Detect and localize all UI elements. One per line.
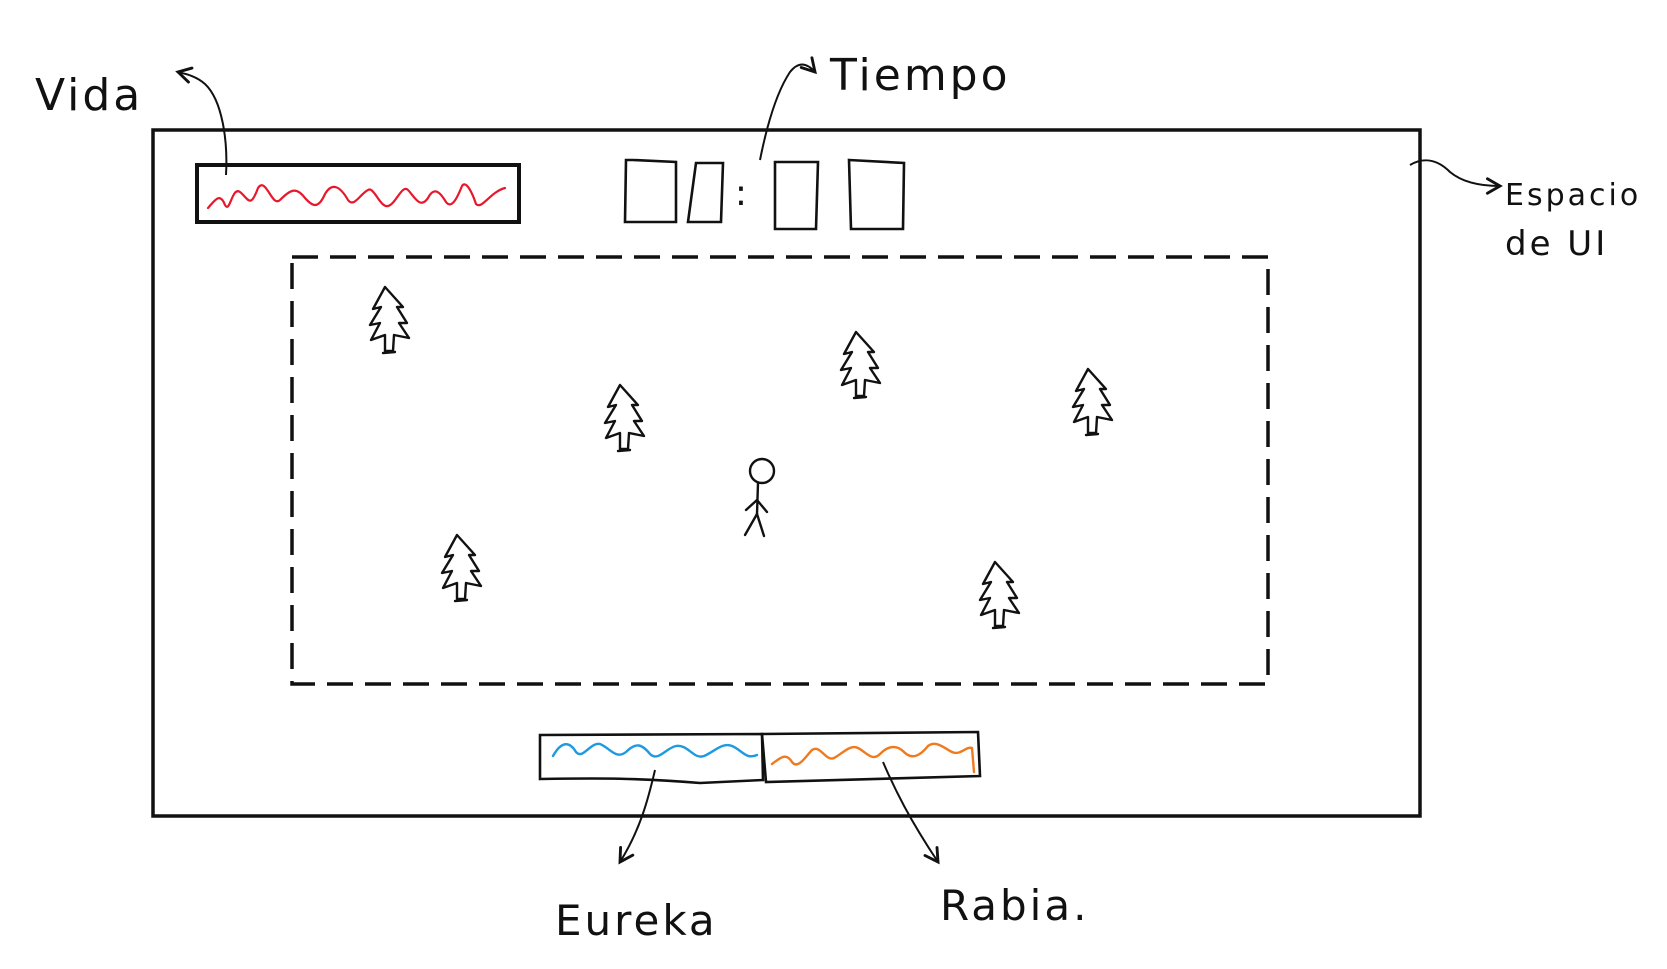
stick-figure-icon: [743, 457, 776, 538]
tiempo-arrow: [759, 56, 817, 161]
label-espacio-line2: de UI: [1505, 224, 1608, 264]
label-vida: Vida: [35, 70, 143, 121]
tree-icon: [440, 533, 483, 603]
ui-space-frame: [151, 128, 1422, 818]
tree-icon: [839, 330, 882, 400]
timer-digit-4: [847, 158, 906, 231]
health-bar-fill: [206, 183, 507, 210]
health-bar: [195, 163, 521, 224]
tree-icon: [1071, 367, 1114, 437]
vida-arrow: [175, 66, 228, 176]
timer-digit-2: [686, 161, 725, 224]
rabia-arrow: [882, 761, 940, 865]
timer-separator: :: [735, 173, 747, 214]
rabia-bar: [760, 730, 982, 784]
eureka-arrow: [618, 769, 656, 865]
label-espacio-line1: Espacio: [1505, 178, 1641, 213]
tree-icon: [368, 285, 411, 355]
timer: :: [623, 158, 906, 231]
espacio-arrow: [1409, 159, 1503, 195]
label-tiempo: Tiempo: [829, 50, 1011, 101]
power-bars: [538, 730, 982, 785]
label-eureka: Eureka: [555, 896, 718, 945]
eureka-bar-fill: [551, 742, 759, 758]
label-rabia: Rabia.: [940, 881, 1089, 930]
timer-digit-3: [773, 160, 820, 231]
timer-digit-1: [623, 158, 678, 224]
tree-icon: [978, 560, 1021, 630]
game-area: [290, 255, 1270, 686]
tree-icon: [603, 383, 646, 453]
eureka-bar: [538, 732, 765, 785]
rabia-bar-fill: [770, 742, 976, 774]
